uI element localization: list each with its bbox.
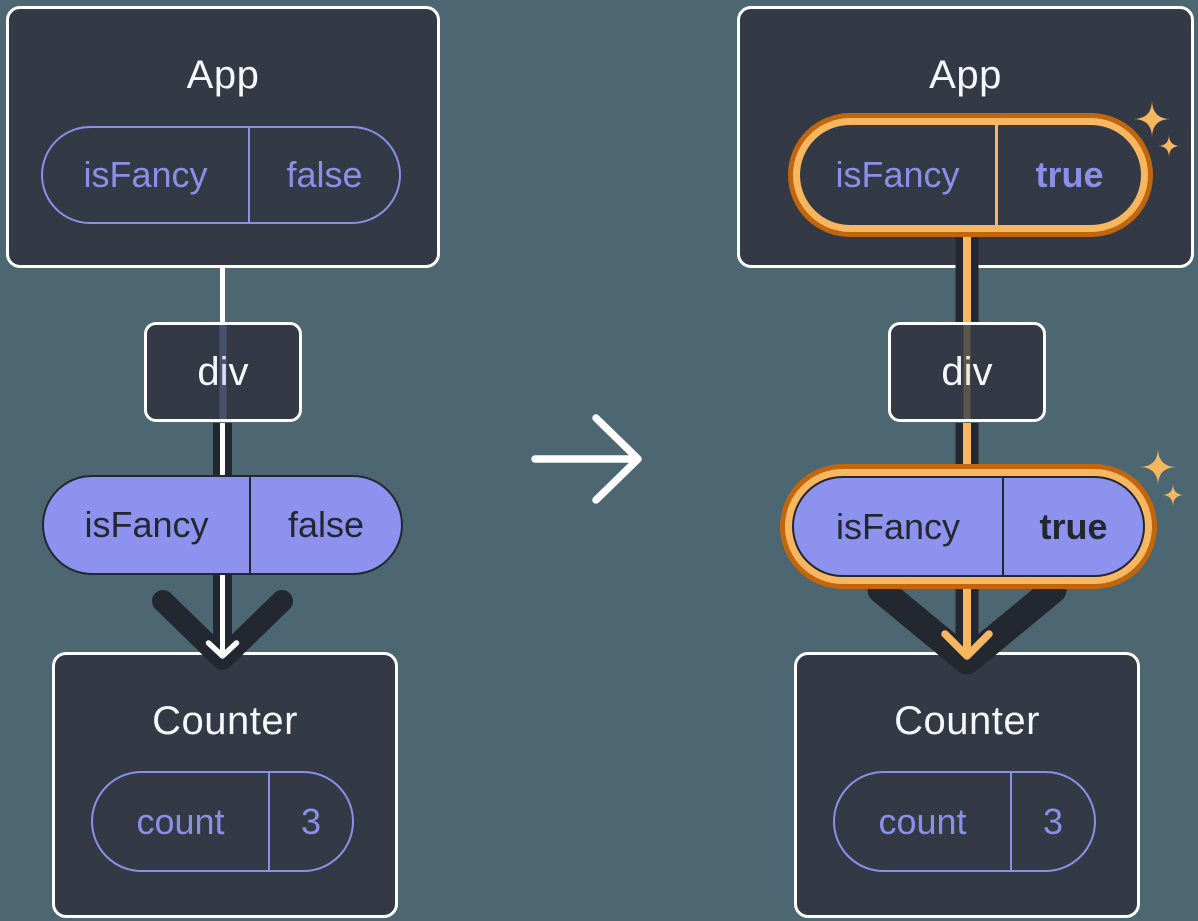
arrowhead-icon bbox=[152, 590, 293, 670]
sparkle-icon bbox=[1139, 448, 1177, 486]
before-counter-card: Counter count 3 bbox=[52, 652, 398, 918]
after-app-prop-pill: isFancy true bbox=[800, 125, 1141, 225]
prop-name: isFancy bbox=[84, 504, 209, 545]
before-app-prop-pill: isFancy false bbox=[41, 126, 401, 224]
after-passed-prop-pill: isFancy true bbox=[792, 476, 1145, 577]
before-div-node: div bbox=[144, 322, 302, 422]
sparkle-icon bbox=[1157, 134, 1181, 158]
sparkle-icon bbox=[1161, 483, 1185, 507]
prop-value: false bbox=[249, 477, 401, 573]
arrow-tip-icon bbox=[205, 640, 240, 659]
before-counter-title: Counter bbox=[152, 699, 298, 743]
prop-value: false bbox=[248, 128, 399, 222]
state-value: 3 bbox=[1010, 773, 1094, 870]
after-counter-card: Counter count 3 bbox=[794, 652, 1140, 918]
transition-arrow-icon bbox=[531, 414, 642, 504]
state-name: count bbox=[878, 800, 967, 842]
prop-value: true bbox=[1002, 478, 1143, 575]
before-div-label: div bbox=[197, 349, 249, 394]
pass-through-line bbox=[219, 325, 227, 419]
before-passed-prop-pill: isFancy false bbox=[42, 475, 403, 575]
after-div-label: div bbox=[941, 349, 993, 394]
before-counter-state-pill: count 3 bbox=[91, 771, 354, 872]
before-app-title: App bbox=[186, 53, 260, 97]
pass-through-line bbox=[963, 325, 971, 419]
prop-name: isFancy bbox=[83, 154, 208, 195]
after-app-card: App isFancy true bbox=[737, 6, 1194, 268]
state-value: 3 bbox=[268, 773, 352, 870]
arrow-tip-icon bbox=[941, 630, 993, 660]
before-app-card: App isFancy false bbox=[6, 6, 440, 268]
prop-name: isFancy bbox=[835, 154, 960, 195]
prop-name: isFancy bbox=[835, 505, 961, 547]
after-counter-state-pill: count 3 bbox=[833, 771, 1096, 872]
after-div-node: div bbox=[888, 322, 1046, 422]
after-counter-title: Counter bbox=[894, 699, 1040, 743]
after-app-title: App bbox=[929, 53, 1002, 97]
state-name: count bbox=[136, 800, 225, 842]
prop-value: true bbox=[995, 125, 1141, 225]
sparkle-icon bbox=[1133, 100, 1171, 138]
arrowhead-icon bbox=[867, 576, 1067, 675]
